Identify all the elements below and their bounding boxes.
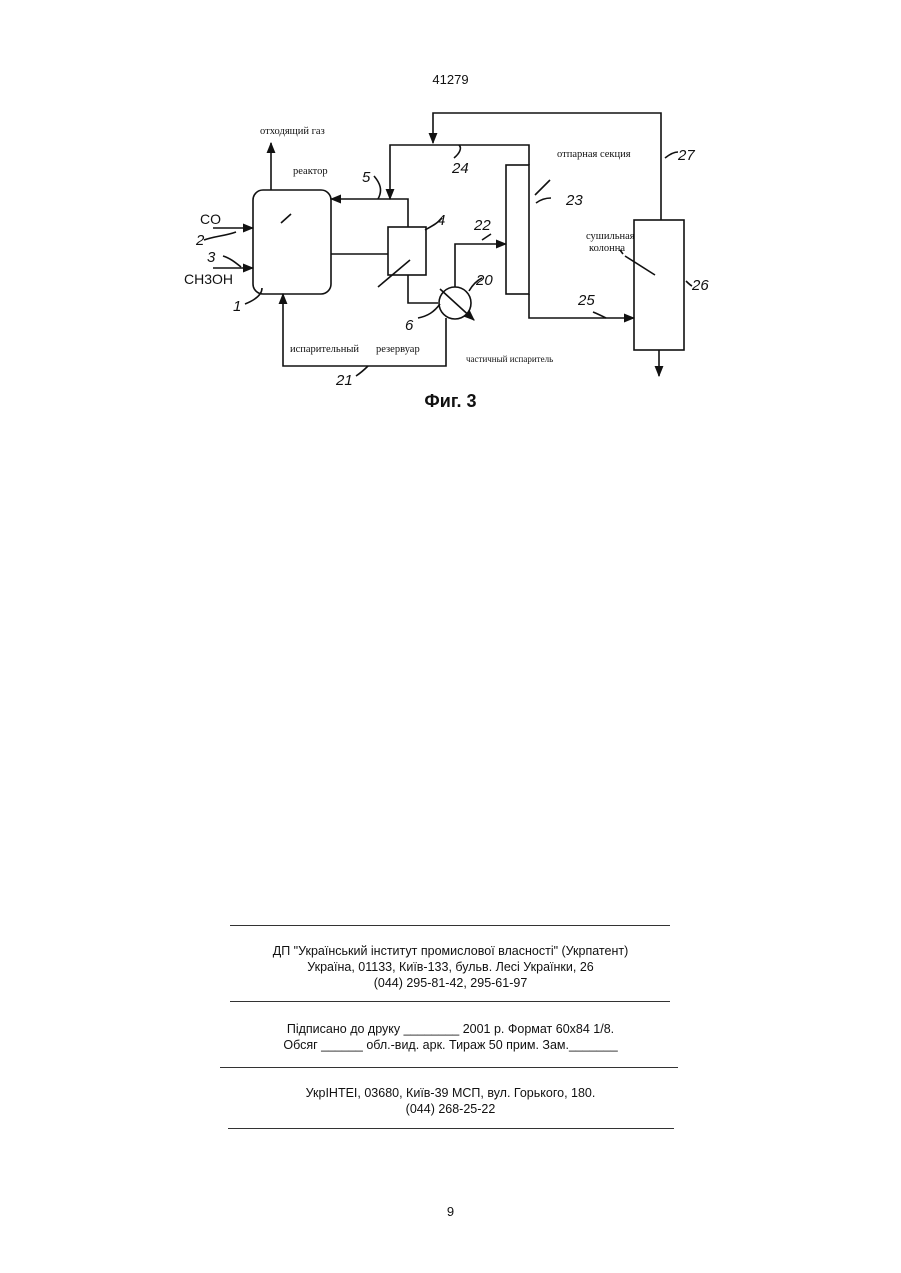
divider [220,1067,678,1068]
divider [230,925,670,926]
page-number: 9 [0,1204,901,1219]
drying-column [634,220,684,350]
ref-1: 1 [233,298,241,315]
printer-line-2: (044) 268-25-22 [0,1102,901,1118]
off-gas-label: отходящий газ [260,126,325,137]
drying-column-label-2: колонна [589,243,625,254]
evaporator-label: испарительный [290,344,359,355]
reactor-label: реактор [293,166,328,177]
return-line-5 [331,199,408,227]
print-line-2: Обсяг ______ обл.-вид. арк. Тираж 50 при… [0,1038,901,1054]
ref-21: 21 [335,372,353,389]
printer-line-1: УкрІНТЕІ, 03680, Київ-39 МСП, вул. Горьк… [0,1086,901,1102]
ref-23: 23 [565,192,583,209]
ref-26: 26 [691,277,709,294]
publisher-line-3: (044) 295-81-42, 295-61-97 [0,976,901,992]
ref-2: 2 [195,232,205,249]
partial-evaporator-label: частичный испаритель [466,354,553,364]
ref-3: 3 [207,249,216,266]
return-line-21 [283,294,446,366]
print-line-1: Підписано до друку ________ 2001 р. Форм… [0,1022,901,1038]
reactor-vessel [253,190,331,294]
ref-5: 5 [362,169,371,186]
ref-4: 4 [437,212,445,229]
publisher-line-2: Україна, 01133, Київ-133, бульв. Лесі Ук… [0,960,901,976]
ref-25: 25 [577,292,595,309]
publisher-line-1: ДП "Український інститут промислової вла… [0,944,901,960]
ref-24: 24 [451,160,469,177]
divider [228,1128,674,1129]
flasher-vessel [388,227,426,275]
ref-27: 27 [677,147,695,164]
drying-column-label-1: сушильная [586,231,635,242]
process-flow-diagram: отходящий газ реактор отпарная секция су… [0,0,901,420]
figure-caption: Фиг. 3 [0,391,901,412]
divider [230,1001,670,1002]
ref-6: 6 [405,317,414,334]
stripping-section-label: отпарная секция [557,149,631,160]
methanol-label: CH3OH [184,271,233,287]
reservoir-label: резервуар [376,344,420,355]
ref-22: 22 [473,217,491,234]
ref-20: 20 [475,272,493,289]
stripping-column [506,165,529,294]
co-label: CO [200,211,221,227]
